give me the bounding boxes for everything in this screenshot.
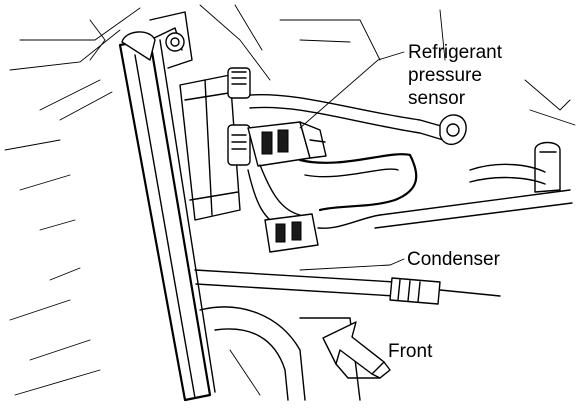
lower-frame bbox=[199, 306, 361, 401]
condenser-lower-pipe bbox=[194, 269, 501, 305]
right-side-lines bbox=[374, 141, 573, 229]
harness-connector bbox=[264, 213, 381, 253]
leader-lines bbox=[299, 51, 405, 271]
callout-line-3: sensor bbox=[408, 88, 466, 109]
front-label: Front bbox=[388, 341, 433, 362]
refrigerant-pressure-sensor-label: Refrigerant pressure sensor bbox=[408, 41, 502, 110]
front-arrow-icon bbox=[322, 321, 391, 379]
receiver-tank bbox=[179, 74, 241, 221]
pressure-sensor-connector bbox=[247, 121, 327, 167]
callout-line-1: Refrigerant bbox=[408, 42, 502, 63]
condenser-label: Condenser bbox=[407, 249, 500, 270]
condenser-core bbox=[118, 11, 216, 402]
refrigerant-hose bbox=[247, 153, 418, 231]
background-details bbox=[4, 4, 576, 396]
callout-line-2: pressure bbox=[408, 65, 482, 86]
upper-pipe bbox=[249, 93, 467, 145]
pipe-fittings bbox=[227, 67, 251, 166]
